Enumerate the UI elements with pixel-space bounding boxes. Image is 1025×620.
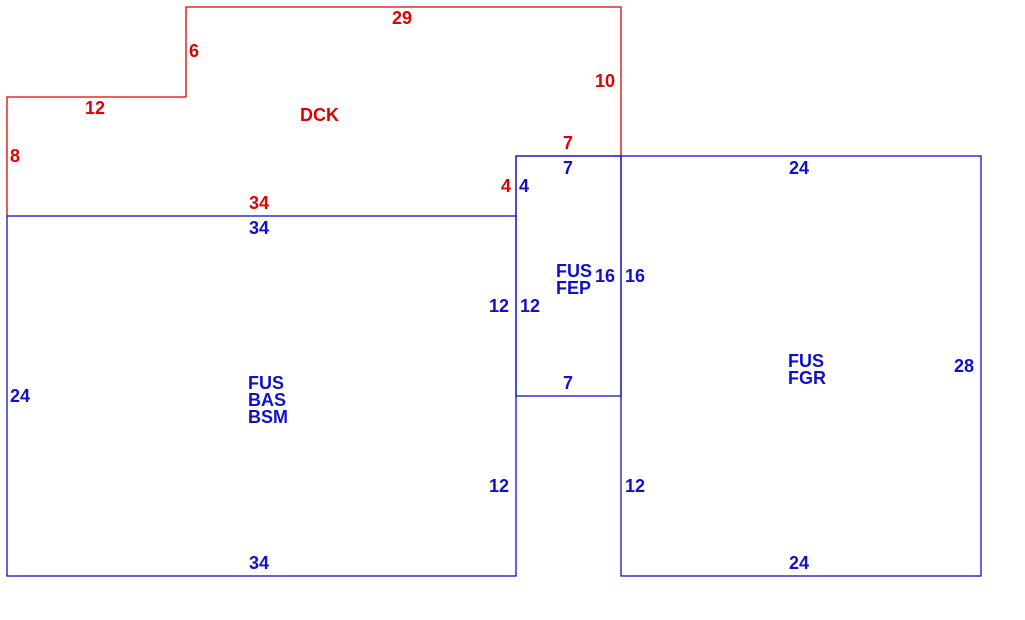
- porch-dim-top: 7: [563, 158, 573, 178]
- garage-dim-right: 28: [954, 356, 974, 376]
- garage-dim-left-lower: 12: [625, 476, 645, 496]
- porch-code-1: FUS: [556, 261, 592, 281]
- porch-code-2: FEP: [556, 278, 591, 298]
- deck-code-label: DCK: [300, 105, 339, 125]
- garage-code-1: FUS: [788, 351, 824, 371]
- main-dim-left: 24: [10, 386, 30, 406]
- deck-dim-step-upper: 6: [189, 41, 199, 61]
- garage-area-outline: [620, 155, 982, 577]
- deck-outline: [6, 6, 622, 216]
- deck-dim-right-lower: 7: [563, 133, 573, 153]
- deck-dim-left: 8: [10, 146, 20, 166]
- garage-dim-bottom: 24: [789, 553, 809, 573]
- deck-dim-right-step: 4: [501, 176, 511, 196]
- main-code-3: BSM: [248, 407, 288, 427]
- main-dim-right-lower: 12: [489, 476, 509, 496]
- deck-dim-right-upper: 10: [595, 71, 615, 91]
- garage-code-2: FGR: [788, 368, 826, 388]
- deck-dim-step-left: 12: [85, 98, 105, 118]
- main-dim-right-upper: 12: [489, 296, 509, 316]
- porch-dim-left: 12: [520, 296, 540, 316]
- porch-dim-bottom: 7: [563, 373, 573, 393]
- deck-dim-bottom: 34: [249, 193, 269, 213]
- main-code-2: BAS: [248, 390, 286, 410]
- garage-dim-left-upper: 16: [625, 266, 645, 286]
- main-dim-top: 34: [249, 218, 269, 238]
- main-dim-bottom: 34: [249, 553, 269, 573]
- porch-dim-right: 16: [595, 266, 615, 286]
- main-code-1: FUS: [248, 373, 284, 393]
- deck-dim-top: 29: [392, 8, 412, 28]
- garage-dim-top: 24: [789, 158, 809, 178]
- porch-dim-left-upper: 4: [519, 176, 529, 196]
